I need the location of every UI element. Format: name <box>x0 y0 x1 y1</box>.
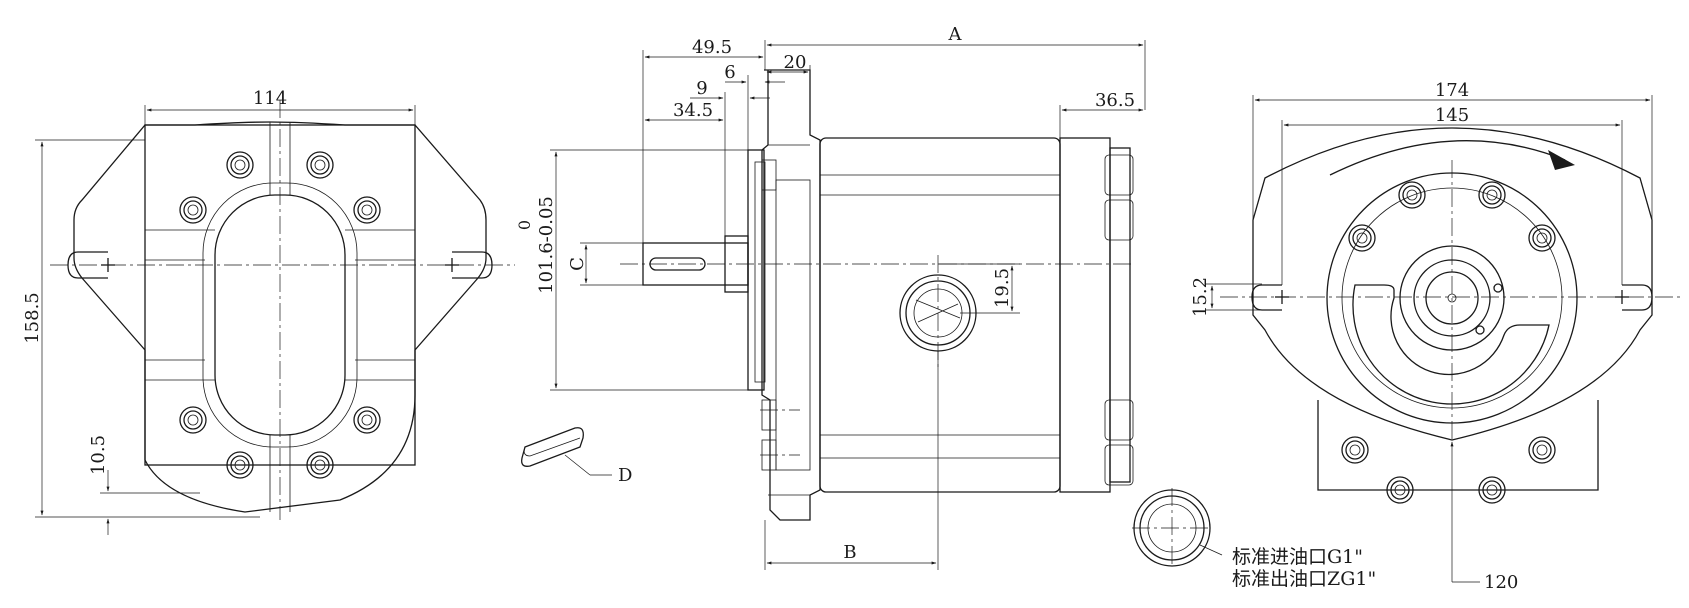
dim-6-label: 6 <box>724 62 735 83</box>
front-bolt <box>353 406 381 434</box>
rear-bolt <box>1478 181 1506 209</box>
rear-bolt <box>1348 224 1376 252</box>
dim-145-label: 145 <box>1435 105 1469 126</box>
key-label: D <box>618 465 632 486</box>
front-bolt <box>306 151 334 179</box>
front-bolt <box>179 196 207 224</box>
port-detail <box>1132 488 1212 568</box>
port-note-outlet: 标准出油口ZG1" <box>1232 568 1376 590</box>
rear-flange-outline <box>1252 127 1653 441</box>
rear-bolt <box>1528 224 1556 252</box>
dim-9-label: 9 <box>696 78 707 99</box>
kidney-port <box>1352 284 1550 405</box>
offset-dim-label: 10.5 <box>88 435 109 475</box>
dim-174-label: 174 <box>1435 80 1469 101</box>
front-bolt <box>353 196 381 224</box>
dim-20-label: 20 <box>784 52 807 73</box>
rear-bolt <box>1528 436 1556 464</box>
front-flange-outline <box>73 121 487 513</box>
mounting-flange <box>761 69 821 521</box>
rear-bolt <box>1398 181 1426 209</box>
dim-36-5-label: 36.5 <box>1095 90 1135 111</box>
dim-120-label: 120 <box>1484 572 1518 593</box>
width-dim-label: 114 <box>253 88 287 109</box>
dim-15-2-label: 15.2 <box>1190 277 1211 317</box>
dim-49-5-label: 49.5 <box>692 37 732 58</box>
port-note-inlet: 标准进油口G1" <box>1232 546 1363 568</box>
side-view: A 49.5 20 6 9 34.5 36.5 101.6-0.05 0 <box>515 24 1376 590</box>
shaft-dim-label: C <box>567 257 588 271</box>
front-bolt <box>226 151 254 179</box>
key-part <box>521 427 584 467</box>
rear-bolt <box>1341 436 1369 464</box>
height-dim-label: 158.5 <box>22 292 43 344</box>
rear-view: 174 145 15.2 120 <box>1190 80 1680 593</box>
rear-cover <box>1059 137 1111 493</box>
port-offset-label: 19.5 <box>992 268 1013 308</box>
front-view: 114 158.5 10.5 <box>22 88 515 535</box>
front-bolt <box>179 406 207 434</box>
dim-A-label: A <box>948 24 963 45</box>
pump-body <box>819 137 1061 493</box>
pilot-dia-label: 101.6-0.05 <box>536 196 557 294</box>
pilot-tol-label: 0 <box>515 220 534 230</box>
rotation-arrow <box>1329 140 1566 176</box>
dim-B-label: B <box>843 542 856 563</box>
dim-34-5-label: 34.5 <box>673 100 713 121</box>
